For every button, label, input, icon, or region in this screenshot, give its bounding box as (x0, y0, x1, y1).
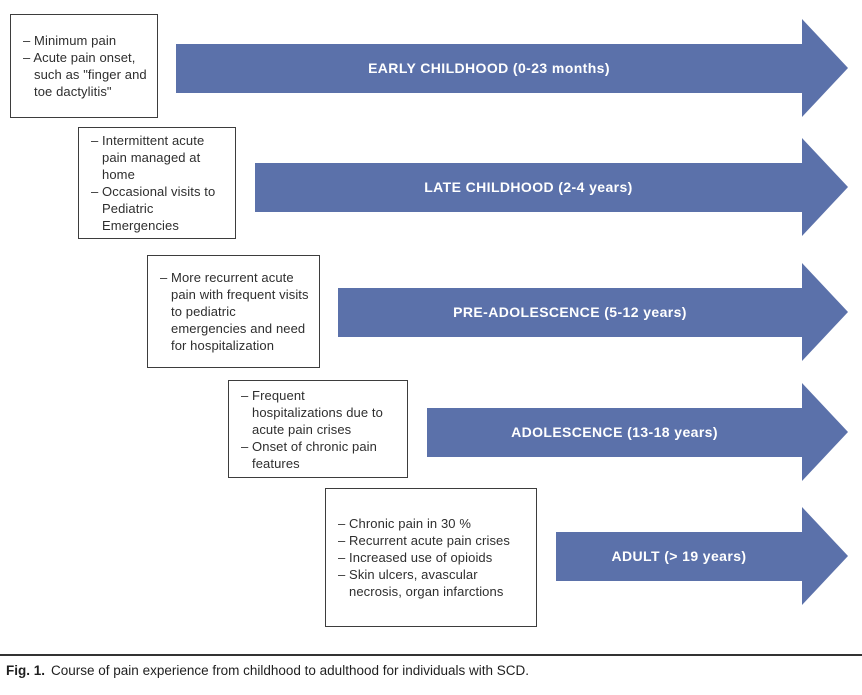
note-item: – Frequent hospitalizations due to acute… (241, 387, 383, 437)
arrow-body: LATE CHILDHOOD (2-4 years) (255, 162, 802, 212)
note-item: – Occasional visits to Pediatric Emergen… (91, 184, 216, 233)
note-item: – Increased use of opioids (338, 550, 493, 565)
stage-1-arrow: EARLY CHILDHOOD (0-23 months) (176, 18, 848, 118)
stage-1-notes-box: – Minimum pain – Acute pain onset, such a… (10, 14, 158, 118)
stage-arrow-label: LATE CHILDHOOD (2-4 years) (424, 179, 633, 195)
stage-3-notes-box: – More recurrent acute pain with frequen… (147, 255, 320, 368)
stage-2-notes-box: – Intermittent acute pain managed at hom… (78, 127, 236, 239)
stage-arrow-label: ADOLESCENCE (13-18 years) (511, 424, 718, 440)
note-item: – Intermittent acute pain managed at hom… (91, 133, 205, 182)
stage-5-notes-box: – Chronic pain in 30 % – Recurrent acute … (325, 488, 537, 627)
stage-2-arrow: LATE CHILDHOOD (2-4 years) (255, 137, 848, 237)
figure-caption-text: Course of pain experience from childhood… (51, 663, 530, 678)
stage-arrow-label: ADULT (> 19 years) (611, 548, 747, 564)
stage-arrow-label: EARLY CHILDHOOD (0-23 months) (368, 60, 610, 76)
arrow-head-icon (802, 383, 848, 481)
note-item: – Acute pain onset, such as "finger and … (23, 50, 147, 99)
arrow-body: PRE-ADOLESCENCE (5-12 years) (338, 287, 802, 337)
note-item: – Recurrent acute pain crises (338, 533, 510, 548)
arrow-body: ADULT (> 19 years) (556, 531, 802, 581)
arrow-body: ADOLESCENCE (13-18 years) (427, 407, 802, 457)
caption-divider (0, 654, 862, 656)
stage-4-notes-box: – Frequent hospitalizations due to acute… (228, 380, 408, 478)
figure-caption-label: Fig. 1. (6, 663, 46, 678)
stage-4-arrow: ADOLESCENCE (13-18 years) (427, 382, 848, 482)
stage-3-arrow: PRE-ADOLESCENCE (5-12 years) (338, 262, 848, 362)
arrow-head-icon (802, 19, 848, 117)
note-item: – Skin ulcers, avascular necrosis, organ… (338, 567, 504, 599)
note-item: – Chronic pain in 30 % (338, 516, 471, 531)
stage-5-arrow: ADULT (> 19 years) (556, 506, 848, 606)
figure-caption: Fig. 1. Course of pain experience from ch… (6, 662, 856, 679)
note-item: – More recurrent acute pain with frequen… (160, 270, 309, 353)
arrow-head-icon (802, 263, 848, 361)
stage-arrow-label: PRE-ADOLESCENCE (5-12 years) (453, 304, 687, 320)
arrow-head-icon (802, 507, 848, 605)
arrow-body: EARLY CHILDHOOD (0-23 months) (176, 43, 802, 93)
note-item: – Minimum pain (23, 33, 117, 48)
note-item: – Onset of chronic pain features (241, 438, 377, 471)
arrow-head-icon (802, 138, 848, 236)
